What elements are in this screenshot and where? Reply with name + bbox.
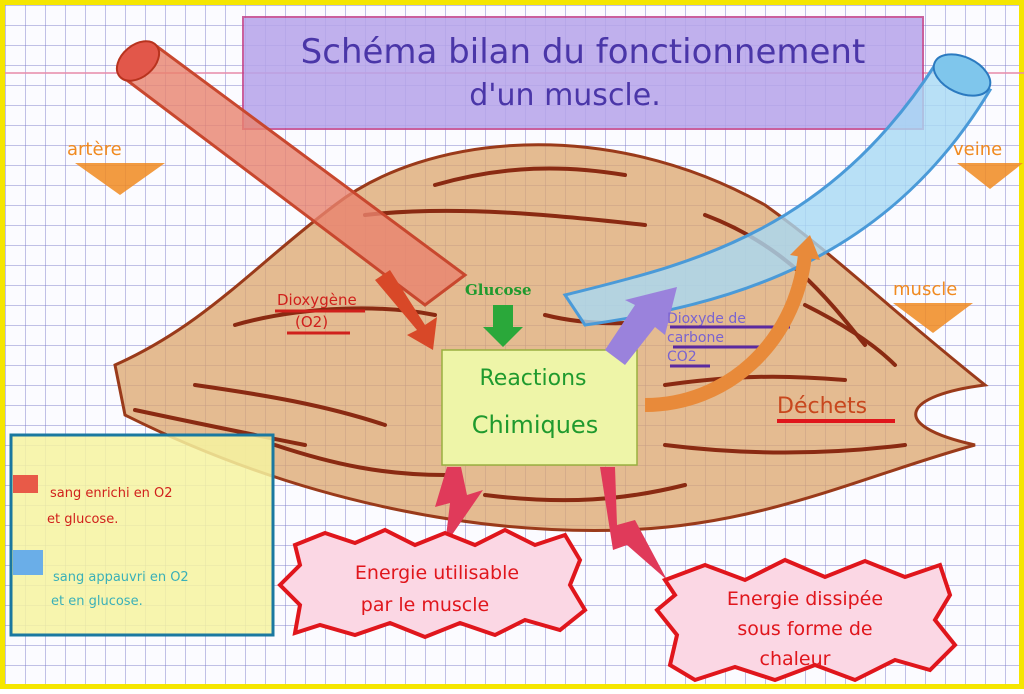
- legend-enriched-line-1: sang enrichi en O2: [50, 486, 173, 501]
- label-vein: veine: [953, 139, 1002, 160]
- label-waste: Déchets: [777, 394, 867, 419]
- energy-used-arrow-icon: [435, 467, 483, 545]
- energy-heat-line-2: sous forme de: [737, 618, 872, 640]
- title-box: [242, 16, 924, 130]
- waste-arrowhead-icon: [790, 235, 820, 260]
- vein-opening: [932, 53, 992, 97]
- energy-used-burst: [277, 527, 588, 640]
- title-line-2: d'un muscle.: [469, 78, 661, 113]
- co2-line-3: CO2: [667, 349, 697, 365]
- vein-vessel: [562, 63, 993, 327]
- energy-heat-line-1: Energie dissipée: [727, 588, 883, 610]
- label-oxygen: Dioxygène: [277, 291, 357, 309]
- muscle-label-marker: [893, 303, 973, 333]
- energy-used-line-1: Energie utilisable: [355, 562, 519, 584]
- artery-label-marker: [75, 163, 165, 195]
- reactions-box: [441, 349, 638, 466]
- glucose-arrow-icon: [483, 305, 523, 347]
- energy-heat-line-3: chaleur: [760, 648, 831, 670]
- legend-swatch-enriched: [13, 475, 38, 493]
- artery-opening: [115, 40, 161, 82]
- reactions-line-1: Reactions: [479, 366, 586, 391]
- label-oxygen-formula: (O2): [295, 313, 328, 331]
- oxygen-arrow-icon: [375, 270, 437, 350]
- energy-heat-burst: [654, 557, 958, 683]
- legend: sang enrichi en O2 et glucose. sang appa…: [9, 433, 275, 637]
- legend-enriched-line-2: et glucose.: [47, 512, 118, 527]
- legend-depleted-line-1: sang appauvri en O2: [53, 570, 189, 585]
- label-muscle: muscle: [893, 279, 957, 300]
- label-artery: artère: [67, 139, 122, 160]
- co2-line-2: carbone: [667, 330, 724, 346]
- co2-arrow-icon: [605, 287, 677, 365]
- legend-swatch-depleted: [13, 550, 43, 575]
- energy-used-line-2: par le muscle: [361, 594, 489, 616]
- energy-heat-arrow-icon: [600, 467, 667, 580]
- waste-arrow-icon: [644, 254, 812, 412]
- co2-underlines: [670, 325, 790, 368]
- legend-depleted-line-2: et en glucose.: [51, 594, 143, 609]
- label-glucose: Glucose: [465, 281, 532, 299]
- reactions-line-2: Chimiques: [472, 411, 598, 439]
- muscle-diagram: Schéma bilan du fonctionnement d'un musc…: [5, 16, 1024, 683]
- co2-line-1: Dioxyde de: [667, 311, 746, 327]
- vein-label-marker: [957, 163, 1023, 189]
- title-line-1: Schéma bilan du fonctionnement: [301, 32, 866, 72]
